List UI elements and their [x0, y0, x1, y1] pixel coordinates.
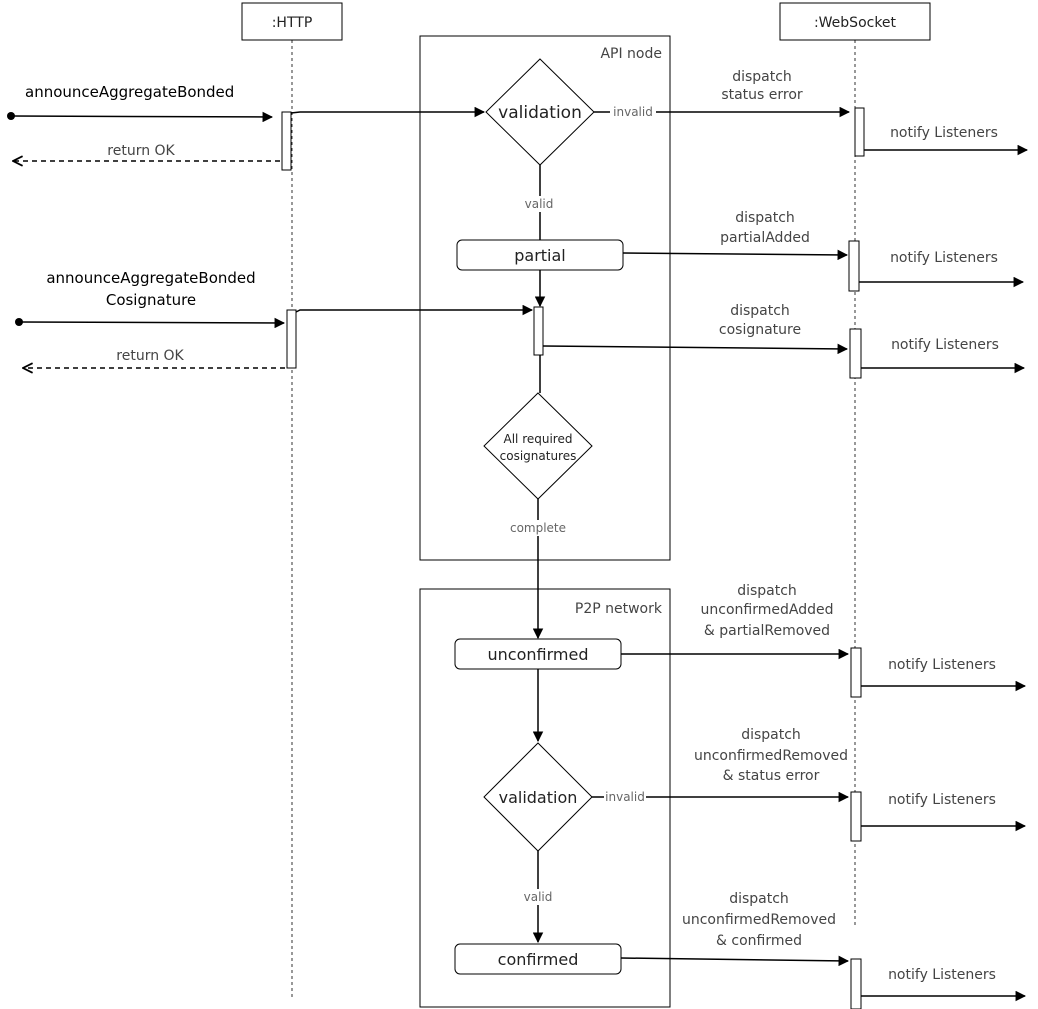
valid-label-2: valid — [524, 890, 553, 904]
invalid-label-2: invalid — [605, 790, 645, 804]
announce-cosignature-arrow — [18, 317, 286, 329]
p2p-network-group: P2P network — [419, 588, 671, 1008]
notify-6-label: notify Listeners — [888, 967, 996, 983]
dispatch-5-line2: unconfirmedRemoved — [694, 748, 848, 764]
websocket-lifeline-header: :WebSocket — [779, 2, 931, 41]
validation-2-label: validation — [499, 788, 578, 807]
invalid-label-1: invalid — [613, 105, 653, 119]
complete-label: complete — [510, 521, 566, 535]
dispatch-1-line2: status error — [721, 87, 803, 103]
valid-label-1: valid — [525, 197, 554, 211]
confirmed-label: confirmed — [498, 950, 579, 969]
websocket-lifeline-label: :WebSocket — [814, 15, 897, 31]
dispatch-5-line3: & status error — [723, 768, 820, 784]
partial-state: partial — [456, 239, 624, 271]
announce-bonded-arrow — [10, 111, 274, 123]
dispatch-cosignature-arrow — [542, 343, 849, 355]
ws-activation-bar-4 — [850, 647, 862, 698]
api-activation-bar — [533, 306, 544, 356]
ws-activation-bar-6 — [850, 958, 862, 1009]
dispatch-5-line1: dispatch — [741, 727, 801, 743]
http-to-validation-arrow — [290, 106, 486, 118]
notify-1-label: notify Listeners — [890, 125, 998, 141]
p2p-network-label: P2P network — [575, 601, 663, 617]
announce-cosignature-label-line1: announceAggregateBonded — [46, 269, 255, 287]
notify-5-label: notify Listeners — [888, 792, 996, 808]
all-required-label-line1: All required — [504, 432, 573, 446]
validation-decision-1: validation — [485, 58, 595, 166]
announce-bonded-label: announceAggregateBonded — [25, 83, 234, 101]
http-activation-bar-1 — [281, 111, 292, 171]
dispatch-6-line1: dispatch — [729, 891, 789, 907]
dispatch-3-line2: cosignature — [719, 322, 801, 338]
notify-3-label: notify Listeners — [891, 337, 999, 353]
dispatch-partial-added-arrow — [622, 249, 849, 261]
ws-activation-bar-1 — [854, 107, 865, 157]
dispatch-1-line1: dispatch — [732, 69, 792, 85]
api-node-group: API node — [419, 35, 671, 561]
dispatch-2-line1: dispatch — [735, 210, 795, 226]
return-ok-1-label: return OK — [107, 143, 175, 159]
dispatch-6-line3: & confirmed — [716, 933, 802, 949]
http-lifeline-label: :HTTP — [272, 15, 313, 31]
validation-1-label: validation — [498, 103, 582, 123]
api-node-label: API node — [600, 46, 662, 62]
http-to-api-activation-arrow — [295, 304, 534, 316]
dispatch-4-line1: dispatch — [737, 583, 797, 599]
partial-label: partial — [514, 246, 566, 265]
all-cosignatures-decision: All required cosignatures — [483, 392, 593, 500]
return-ok-2-label: return OK — [116, 348, 184, 364]
confirmed-state: confirmed — [454, 943, 622, 975]
notify-2-label: notify Listeners — [890, 250, 998, 266]
dispatch-4-line3: & partialRemoved — [704, 623, 830, 639]
ws-activation-bar-3 — [849, 328, 862, 379]
ws-activation-bar-5 — [850, 791, 862, 842]
dispatch-2-line2: partialAdded — [720, 230, 810, 246]
dispatch-4-line2: unconfirmedAdded — [701, 602, 834, 618]
dispatch-3-line1: dispatch — [730, 303, 790, 319]
unconfirmed-label: unconfirmed — [488, 645, 589, 664]
notify-4-label: notify Listeners — [888, 657, 996, 673]
http-lifeline-header: :HTTP — [241, 2, 343, 41]
ws-activation-bar-2 — [848, 240, 860, 292]
http-activation-bar-2 — [286, 309, 297, 369]
dispatch-6-line2: unconfirmedRemoved — [682, 912, 836, 928]
dispatch-confirmed-arrow — [620, 955, 850, 967]
validation-decision-2: validation — [483, 742, 593, 852]
announce-cosignature-label-line2: Cosignature — [106, 291, 196, 309]
unconfirmed-state: unconfirmed — [454, 638, 622, 670]
all-required-label-line2: cosignatures — [500, 449, 577, 463]
